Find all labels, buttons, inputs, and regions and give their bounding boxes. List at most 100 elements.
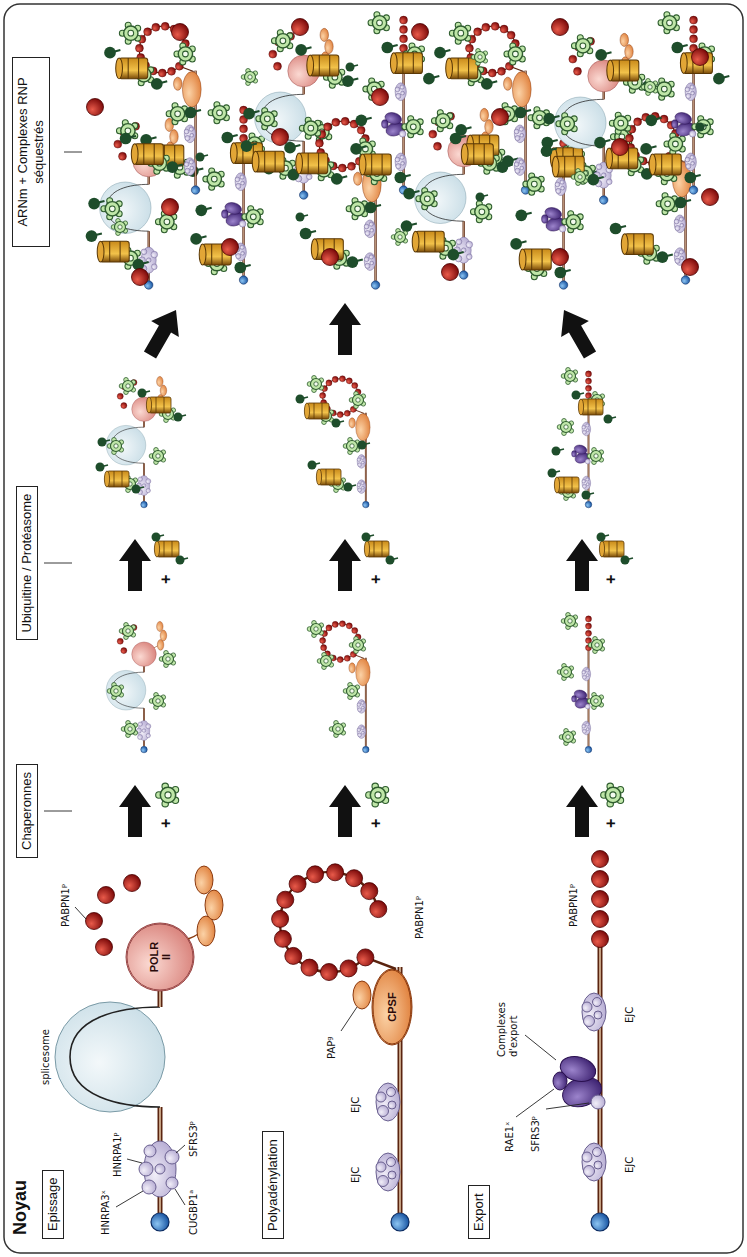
plus-sign: + [158,819,174,828]
pabpn1-ball [592,851,609,868]
leader-line [44,811,72,812]
chaperone-icon [159,651,175,668]
chaperone-icon [561,613,577,630]
row-label: Epissage [42,1170,64,1239]
ubiquitin-icon [696,123,709,132]
ejc-complex [582,993,606,1031]
complex-copy [307,376,370,508]
block-arrow [329,303,361,355]
pap-ellipse [353,981,371,1009]
column-label: ARNm + Complexes RNP séquestrés [12,57,50,247]
ctd-factor [205,890,223,920]
ubiquitin-icon [548,469,561,478]
pabpn1-ball [442,264,459,281]
plus-sign: + [603,819,619,828]
protein-label: HNRPA1ᵖ [112,1132,124,1177]
ubiquitin-icon [308,461,321,470]
pabpn1-ball [552,19,569,36]
column-label: Chaperonnes [16,764,38,858]
leader-line [64,152,82,153]
mrna-cap [391,1213,409,1231]
chaperone-icon [641,79,657,96]
ejc-complex [376,1083,400,1121]
leader-line [175,1189,185,1205]
proteasome-icon [316,469,341,485]
complex-copy [284,117,381,289]
block-arrow [119,539,151,591]
ubiquitin-icon [346,63,359,72]
ubiquitinated-complex [296,376,371,508]
ubiquitin-icon [621,556,634,565]
chaperone-icon [343,683,359,700]
protein-label: RAE1ˣ [504,1121,516,1152]
pabpn1-ball [327,864,344,881]
pabpn1-ball [370,901,387,918]
sequestered-aggregate [86,12,730,289]
pabpn1-ball [412,24,429,41]
pabpn1-ball [322,249,339,266]
ubiquitin-icon [332,419,345,428]
pabpn1-ball [340,960,357,977]
pabpn1-ball [357,949,374,966]
complex-label: EJC [624,1157,636,1173]
node-outline [373,970,411,1044]
leader-line [341,1007,357,1031]
ubiquitin-icon [138,389,151,398]
polyadenylation-illustration [272,864,412,1231]
block-arrow [550,302,604,363]
leader-line [516,1089,554,1117]
pabpn1-ball [301,959,318,976]
complex-copy [320,621,371,753]
ubiquitin-icon [296,213,309,222]
sfrs3-protein [591,1095,605,1109]
chaperone-icon [587,693,603,710]
pabpn1-ball [285,947,302,964]
plus-sign: + [603,575,619,584]
complex-copy [541,33,659,204]
hnrnp-protein [139,1162,153,1176]
box-label: Polyadénylation [265,1139,281,1231]
chaperone-icon [121,721,137,738]
protein-label: PABPN1ᵖ [568,884,580,927]
chaperone-icon [111,219,127,236]
proteasome-icon [304,403,329,419]
export-illustration [553,851,609,1232]
hnrnp-protein [155,1164,165,1174]
chaperone-icon [329,721,345,738]
box-label: Ubiquitine / Protéasome [19,494,35,633]
chaperone-icon [349,637,365,654]
protein-label: PABPN1ᵖ [60,884,72,927]
complex-copy [640,12,729,194]
ubiquitin-icon [476,193,489,202]
proteasome-icon [578,399,603,415]
block-arrow [136,302,190,363]
block-arrow [119,785,151,837]
pabpn1-ball [98,887,115,904]
leader-line [127,1159,142,1163]
chaperone-icon [588,637,604,654]
protein-label: PAPᵍ [326,1037,338,1059]
ctd-factor [195,866,213,894]
pabpn1-ball [692,49,709,66]
proteasome-icon [554,477,579,493]
chaperone-icon [471,49,487,66]
protein-label: PABPN1ᵖ [414,896,426,939]
proteasome-icon [104,471,129,487]
ubiquitin-icon [152,533,165,542]
ubiquitin-icon [604,415,617,424]
pabpn1-ball [372,89,389,106]
complex-label: EJC [350,1167,362,1183]
complex-label: EJC [624,1007,636,1023]
cpsf-ellipse [372,969,412,1045]
complex-copy [401,108,519,279]
box-label: Chaperonnes [19,772,35,850]
pabpn1-ball [592,871,609,888]
ubiquitin-icon [582,491,595,500]
ubiquitin-icon [572,391,585,400]
pabpn1-ball [87,99,104,116]
protein-label: SFRS3ᵖ [188,1121,200,1157]
pabpn1-ball [162,199,179,216]
polymerase-circle: POLR II [126,923,194,991]
